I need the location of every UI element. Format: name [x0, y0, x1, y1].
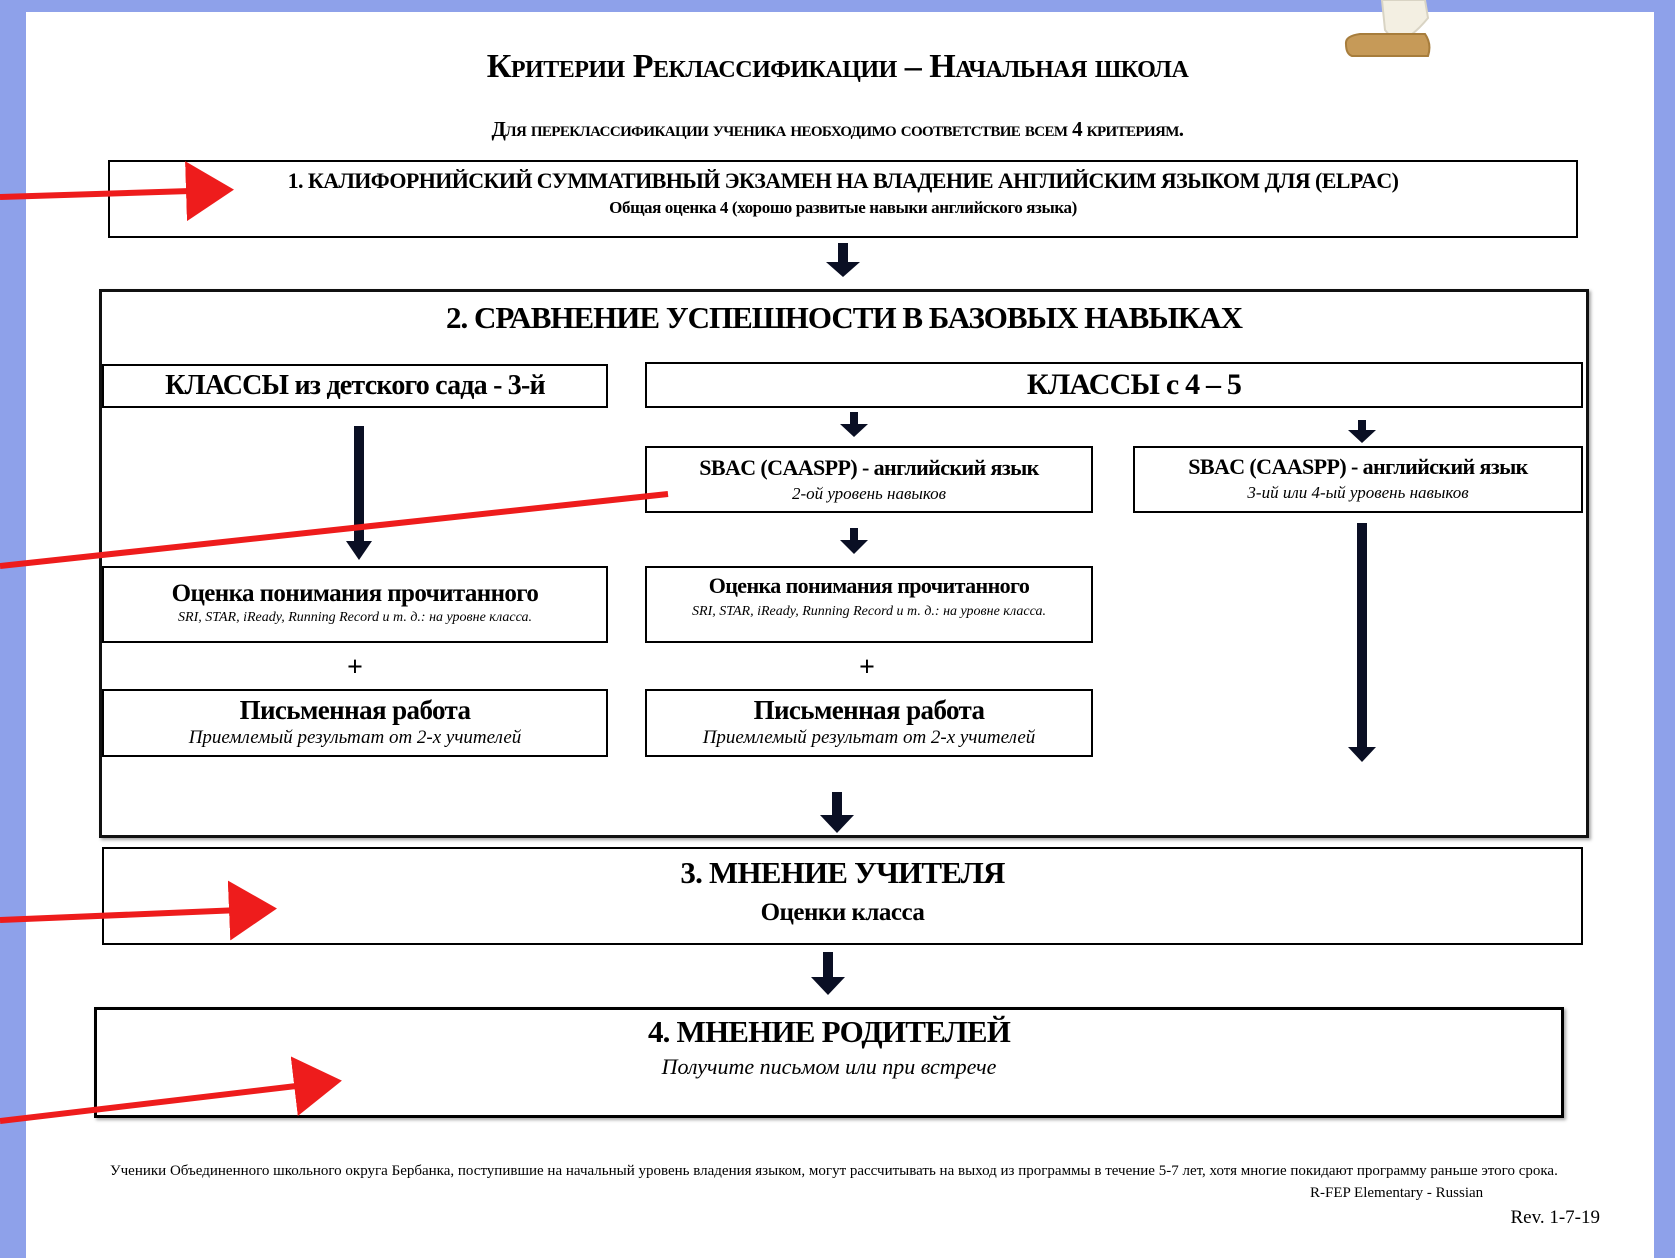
reading-45-subtext: SRI, STAR, iReady, Running Record и т. д… [692, 604, 1046, 619]
plus-sign-45: + [859, 652, 875, 683]
grades-k3-label: КЛАССЫ из детского сада - 3-й [165, 370, 546, 401]
grades-k3-header: КЛАССЫ из детского сада - 3-й [102, 364, 608, 408]
criterion-3-subtext: Оценки класса [760, 899, 925, 926]
reading-k3-box: Оценка понимания прочитанного SRI, STAR,… [102, 566, 608, 643]
criterion-3-heading: 3. МНЕНИЕ УЧИТЕЛЯ [680, 855, 1005, 890]
criterion-1-subtext: Общая оценка 4 (хорошо развитые навыки а… [609, 198, 1077, 217]
writing-45-subtext: Приемлемый результат от 2-х учителей [702, 727, 1036, 748]
page-subtitle: Для переклассификации ученика необходимо… [491, 117, 1185, 141]
sbac-level2-box: SBAC (CAASPP) - английский язык 2-ой уро… [645, 446, 1093, 513]
criterion-4-subtext: Получите письмом или при встрече [661, 1054, 997, 1079]
grades-45-header: КЛАССЫ с 4 – 5 [645, 362, 1583, 408]
criterion-2-heading: 2. СРАВНЕНИЕ УСПЕШНОСТИ В БАЗОВЫХ НАВЫКА… [445, 300, 1243, 335]
writing-k3-box: Письменная работа Приемлемый результат о… [102, 689, 608, 757]
sbac-level2-subtext: 2-ой уровень навыков [791, 484, 947, 503]
reading-k3-title: Оценка понимания прочитанного [171, 580, 539, 607]
criterion-4-box: 4. МНЕНИЕ РОДИТЕЛЕЙ Получите письмом или… [94, 1007, 1564, 1118]
plus-sign-k3: + [347, 652, 363, 683]
criterion-3-box: 3. МНЕНИЕ УЧИТЕЛЯ Оценки класса [102, 847, 1583, 945]
reading-45-title: Оценка понимания прочитанного [708, 573, 1030, 598]
writing-k3-title: Письменная работа [239, 695, 471, 725]
grades-45-label: КЛАССЫ с 4 – 5 [1026, 368, 1242, 401]
reading-k3-subtext: SRI, STAR, iReady, Running Record и т. д… [178, 610, 532, 625]
sbac-level34-subtext: 3-ий или 4-ый уровень навыков [1247, 483, 1469, 502]
criterion-4-heading: 4. МНЕНИЕ РОДИТЕЛЕЙ [647, 1014, 1011, 1049]
footer-revision: Rev. 1-7-19 [1510, 1207, 1600, 1228]
criterion-1-heading: 1. КАЛИФОРНИЙСКИЙ СУММАТИВНЫЙ ЭКЗАМЕН НА… [287, 168, 1399, 193]
writing-k3-subtext: Приемлемый результат от 2-х учителей [188, 727, 522, 748]
sbac-level2-title: SBAC (CAASPP) - английский язык [699, 455, 1039, 480]
criterion-1-box: 1. КАЛИФОРНИЙСКИЙ СУММАТИВНЫЙ ЭКЗАМЕН НА… [108, 160, 1578, 238]
footer-note: Ученики Объединенного школьного округа Б… [110, 1163, 1558, 1179]
sbac-level34-title: SBAC (CAASPP) - английский язык [1188, 454, 1528, 479]
reading-45-box: Оценка понимания прочитанного SRI, STAR,… [645, 566, 1093, 643]
writing-45-title: Письменная работа [753, 695, 985, 725]
sbac-level34-box: SBAC (CAASPP) - английский язык 3-ий или… [1133, 446, 1583, 513]
page-title: Критерии Реклассификации – Начальная шко… [486, 48, 1189, 85]
writing-45-box: Письменная работа Приемлемый результат о… [645, 689, 1093, 757]
footer-doc-id: R-FEP Elementary - Russian [1310, 1185, 1484, 1201]
